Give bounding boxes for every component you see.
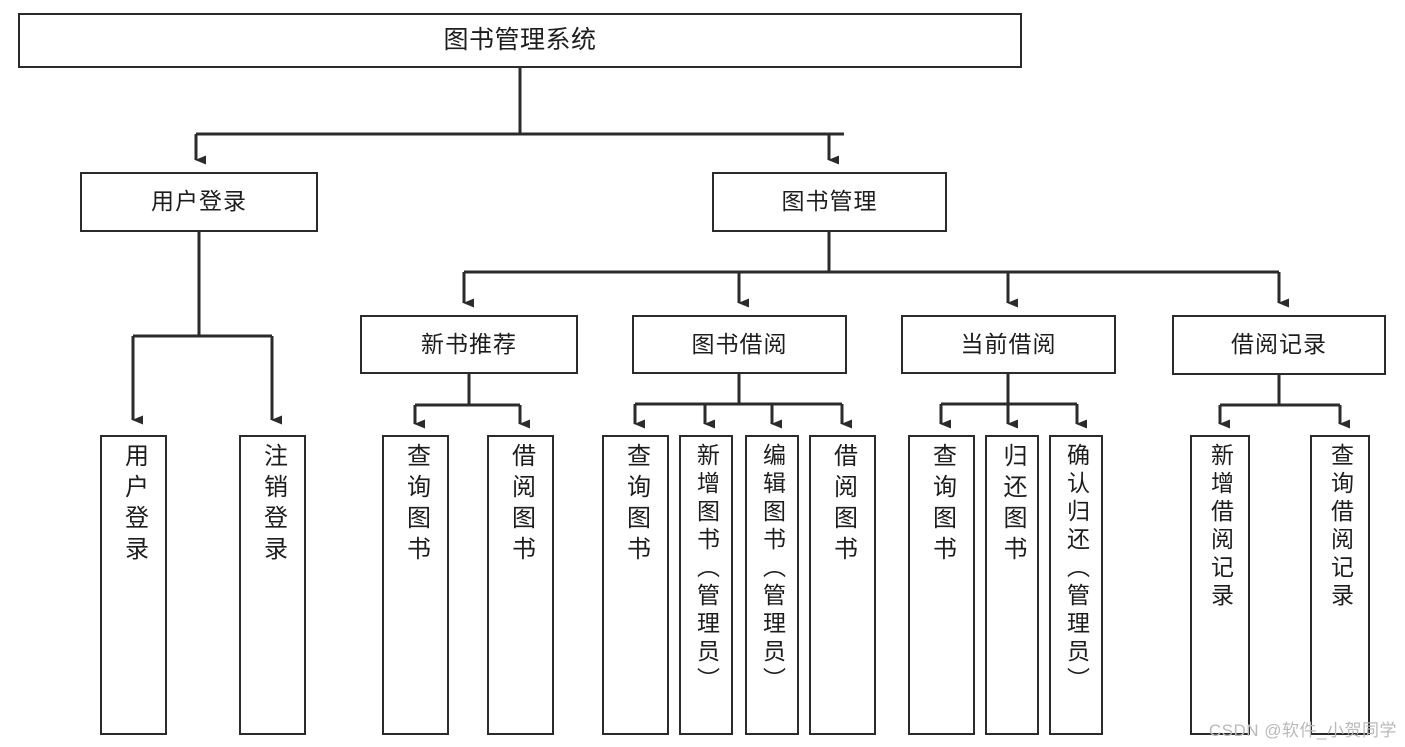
leaf-query-book-current[interactable]: 查询图书 <box>908 435 975 735</box>
node-label: 新书推荐 <box>421 330 517 357</box>
node-label: 借阅图书 <box>829 443 857 567</box>
leaf-query-borrow-record[interactable]: 查询借阅记录 <box>1310 435 1370 735</box>
node-borrow-record[interactable]: 借阅记录 <box>1172 315 1386 375</box>
leaf-confirm-return-admin[interactable]: 确认归还（管理员） <box>1049 435 1103 735</box>
node-label: 图书管理系统 <box>443 25 597 54</box>
node-current-borrowing[interactable]: 当前借阅 <box>901 315 1116 374</box>
node-label: 图书借阅 <box>691 330 788 357</box>
node-label: 查询图书 <box>928 443 956 567</box>
node-label: 注销登录 <box>259 443 287 567</box>
watermark: CSDN @软件_小贺同学 <box>1208 721 1397 740</box>
node-user-login[interactable]: 用户登录 <box>80 172 318 232</box>
node-label: 借阅图书 <box>507 443 535 567</box>
leaf-edit-book-admin[interactable]: 编辑图书（管理员） <box>745 435 799 735</box>
node-label: 当前借阅 <box>960 330 1057 357</box>
leaf-user-login[interactable]: 用户登录 <box>100 435 167 735</box>
leaf-query-book-borrow[interactable]: 查询图书 <box>602 435 669 735</box>
node-label: 确认归还（管理员） <box>1063 443 1090 695</box>
leaf-query-book-recommend[interactable]: 查询图书 <box>382 435 449 735</box>
leaf-add-book-admin[interactable]: 新增图书（管理员） <box>679 435 733 735</box>
node-label: 编辑图书（管理员） <box>759 443 786 695</box>
node-new-book-recommendation[interactable]: 新书推荐 <box>360 315 578 374</box>
node-root-book-management-system[interactable]: 图书管理系统 <box>18 13 1022 68</box>
node-label: 图书管理 <box>781 188 878 215</box>
node-label: 归还图书 <box>999 443 1026 567</box>
node-label: 用户登录 <box>120 443 148 567</box>
node-label: 查询借阅记录 <box>1327 443 1354 611</box>
leaf-borrow-book-recommend[interactable]: 借阅图书 <box>487 435 554 735</box>
node-label: 查询图书 <box>622 443 650 567</box>
node-label: 新增借阅记录 <box>1207 443 1234 611</box>
leaf-logout[interactable]: 注销登录 <box>239 435 306 735</box>
leaf-return-book[interactable]: 归还图书 <box>985 435 1039 735</box>
node-label: 用户登录 <box>151 188 247 215</box>
node-label: 查询图书 <box>402 443 430 567</box>
leaf-add-borrow-record[interactable]: 新增借阅记录 <box>1190 435 1250 735</box>
node-book-management[interactable]: 图书管理 <box>712 172 947 232</box>
node-book-borrowing[interactable]: 图书借阅 <box>632 315 847 374</box>
node-label: 新增图书（管理员） <box>693 443 720 695</box>
leaf-borrow-book[interactable]: 借阅图书 <box>809 435 876 735</box>
node-label: 借阅记录 <box>1231 331 1327 358</box>
